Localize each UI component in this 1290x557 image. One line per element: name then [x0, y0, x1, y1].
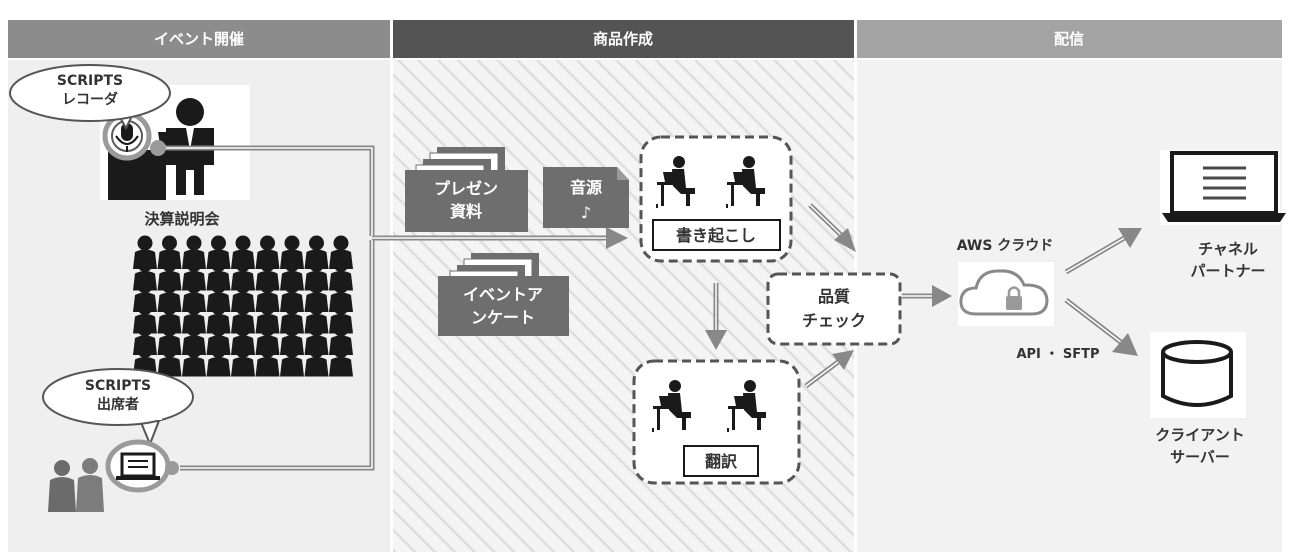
- doc-presentation: プレゼン 資料: [405, 147, 528, 232]
- arrow-to-quality-2-icon: [804, 350, 854, 388]
- partner-line1: チャネル: [1198, 240, 1258, 258]
- doc-survey-line2: ンケート: [471, 308, 535, 327]
- quality-line2: チェック: [802, 311, 866, 330]
- quality-line1: 品質: [818, 287, 850, 306]
- client-line2: サーバー: [1170, 448, 1230, 466]
- quality-check-box: 品質 チェック: [766, 272, 902, 346]
- header-product-label: 商品作成: [593, 30, 653, 48]
- api-sftp-label: API ・ SFTP: [1016, 347, 1099, 362]
- aws-cloud-label: AWS クラウド: [957, 238, 1054, 254]
- attendee-bubble: SCRIPTS 出席者: [42, 368, 194, 447]
- translate-label: 翻訳: [705, 452, 738, 471]
- header-event-label: イベント開催: [154, 30, 244, 48]
- arrow-to-client-icon: [1064, 298, 1138, 356]
- translate-group: 翻訳: [632, 359, 801, 485]
- column-header-delivery: 配信: [857, 20, 1282, 58]
- arrow-to-cloud-icon: [902, 285, 952, 307]
- partner-laptop-icon: [1160, 150, 1286, 225]
- arrow-to-transcribe-icon: [606, 227, 628, 249]
- doc-presentation-line1: プレゼン: [434, 179, 498, 198]
- transcribe-group: 書き起こし: [639, 135, 793, 263]
- doc-survey-line1: イベントア: [463, 285, 543, 304]
- doc-audio-line2: ♪: [581, 203, 591, 222]
- attendees-icon: [48, 458, 104, 512]
- audience-crowd-icon: [133, 235, 353, 377]
- doc-survey: イベントア ンケート: [438, 253, 569, 336]
- partner-line2: パートナー: [1190, 262, 1265, 280]
- column-header-event: イベント開催: [8, 20, 390, 58]
- attendee-bubble-line1: SCRIPTS: [85, 378, 151, 394]
- column-header-product: 商品作成: [393, 20, 854, 58]
- event-caption: 決算説明会: [144, 210, 219, 228]
- cloud-lock-icon: [959, 269, 1049, 316]
- client-line1: クライアント: [1155, 426, 1244, 444]
- arrow-down-to-translate-icon: [705, 283, 727, 350]
- attendee-bubble-line2: 出席者: [97, 396, 139, 413]
- arrow-to-partner-icon: [1064, 228, 1142, 275]
- speaker-icon: [108, 98, 214, 200]
- doc-audio: 音源 ♪: [543, 167, 629, 228]
- transcribe-label: 書き起こし: [676, 226, 756, 245]
- header-delivery-label: 配信: [1054, 30, 1084, 48]
- recorder-bubble-line2: レコーダ: [62, 91, 118, 108]
- panel-delivery: [857, 60, 1282, 552]
- recorder-bubble: SCRIPTS レコーダ: [9, 64, 171, 131]
- arrow-to-quality-1-icon: [808, 203, 856, 252]
- client-database-icon: [1150, 332, 1246, 418]
- recorder-bubble-line1: SCRIPTS: [57, 73, 123, 89]
- laptop-icon: [105, 439, 179, 493]
- doc-presentation-line2: 資料: [450, 202, 482, 221]
- doc-audio-line1: 音源: [570, 178, 602, 197]
